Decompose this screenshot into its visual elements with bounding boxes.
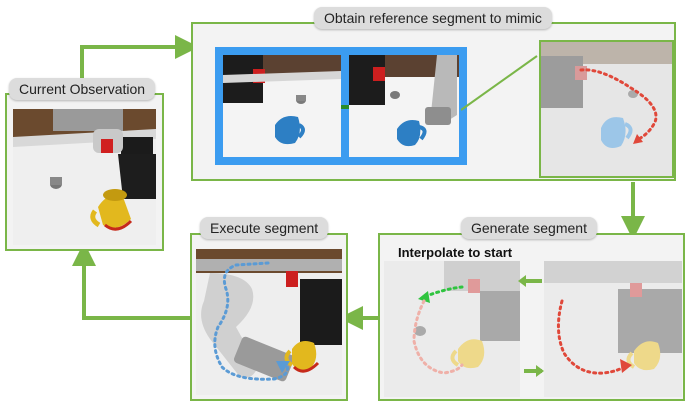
current-observation-title: Current Observation (9, 78, 156, 100)
execution-trajectory-path (213, 261, 289, 381)
reference-trajectory-path (579, 68, 658, 142)
reference-frame-start (223, 55, 341, 157)
execute-segment-panel (190, 233, 348, 401)
generate-interpolated-frame (384, 261, 520, 397)
execute-segment-title: Execute segment (200, 217, 329, 239)
generate-segment-title: Generate segment (461, 217, 597, 239)
arrow-execute-to-observation (72, 242, 190, 320)
generated-trajectory-path (557, 299, 628, 375)
reference-trajectory-frame (539, 40, 674, 178)
current-observation-image (13, 109, 156, 245)
arrow-observation-to-reference (80, 35, 199, 82)
generate-segment-panel: Interpolate to start (378, 233, 685, 401)
obtain-reference-panel (191, 22, 676, 181)
reference-frame-end (349, 55, 459, 157)
reference-zoom-line (461, 55, 538, 111)
generate-transformed-frame (544, 261, 682, 397)
generate-inner-arrows (518, 275, 544, 377)
execute-segment-image (196, 249, 342, 395)
obtain-reference-title: Obtain reference segment to mimic (314, 7, 552, 29)
current-observation-panel (5, 93, 164, 251)
interpolate-to-start-label: Interpolate to start (398, 245, 513, 260)
